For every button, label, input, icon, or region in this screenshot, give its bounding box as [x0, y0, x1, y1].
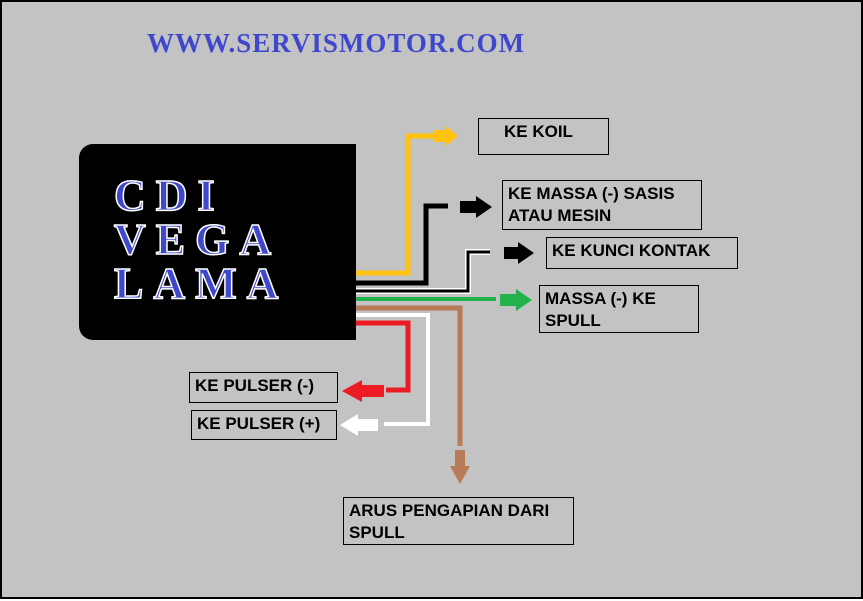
wire-pulser-pos — [340, 313, 430, 436]
wire-kunci-kontak — [356, 242, 534, 294]
cdi-label-line-1: CDI — [113, 171, 225, 220]
wire-arus-pengapian — [356, 305, 470, 484]
label-massa-ke-spull-line-1: MASSA (-) KE — [545, 289, 656, 308]
label-arus-pengapian-line-2: SPULL — [349, 523, 405, 542]
label-ke-massa-sasis: KE MASSA (-) SASIS ATAU MESIN — [502, 180, 702, 230]
label-ke-koil: KE KOIL — [478, 118, 609, 155]
cdi-unit-box: CDI VEGA LAMA — [79, 144, 356, 340]
wire-massa-sasis — [356, 196, 492, 286]
label-massa-ke-spull-line-2: SPULL — [545, 311, 601, 330]
cdi-label-line-3: LAMA — [113, 259, 289, 308]
label-ke-massa-sasis-line-2: ATAU MESIN — [508, 206, 612, 225]
label-ke-pulser-neg: KE PULSER (-) — [189, 372, 338, 403]
label-ke-kunci-kontak: KE KUNCI KONTAK — [546, 237, 738, 269]
site-title: WWW.SERVISMOTOR.COM — [147, 28, 526, 58]
label-ke-koil-line-1: KE KOIL — [504, 122, 573, 141]
cdi-label-line-2: VEGA — [113, 215, 282, 264]
label-massa-ke-spull: MASSA (-) KE SPULL — [539, 285, 699, 333]
label-arus-pengapian-line-1: ARUS PENGAPIAN DARI — [349, 501, 550, 520]
wire-koil — [356, 126, 458, 276]
label-ke-pulser-pos: KE PULSER (+) — [191, 410, 337, 440]
label-ke-pulser-neg-line-1: KE PULSER (-) — [195, 376, 314, 395]
label-ke-pulser-pos-line-1: KE PULSER (+) — [197, 414, 321, 433]
wire-pulser-neg — [342, 320, 411, 402]
label-ke-massa-sasis-line-1: KE MASSA (-) SASIS — [508, 184, 675, 203]
label-ke-kunci-kontak-line-1: KE KUNCI KONTAK — [552, 241, 711, 260]
wire-massa-spull — [356, 289, 532, 311]
label-arus-pengapian: ARUS PENGAPIAN DARI SPULL — [343, 497, 574, 545]
